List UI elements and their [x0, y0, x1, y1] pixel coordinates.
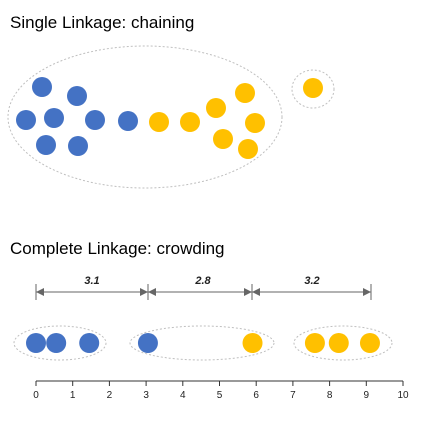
top-points-group: [16, 77, 323, 159]
top-point-o2: [180, 112, 200, 132]
arrowhead-2-left: [148, 288, 156, 296]
top-point-b7: [36, 135, 56, 155]
arrowhead-3-left: [252, 288, 260, 296]
bottom-points-group: [26, 333, 380, 353]
arrowhead-3-right: [363, 288, 371, 296]
top-point-b8: [68, 136, 88, 156]
top-point-o7: [238, 139, 258, 159]
arrowhead-2-right: [244, 288, 252, 296]
top-point-b1: [32, 77, 52, 97]
bottom-point-3: [79, 333, 100, 353]
bottom-point-4: [137, 333, 158, 353]
arrowhead-1-left: [36, 288, 44, 296]
x-tick-label-8: 8: [327, 390, 333, 401]
x-tick-label-6: 6: [253, 390, 259, 401]
top-point-b5: [85, 110, 105, 130]
x-tick-label-4: 4: [180, 390, 186, 401]
cluster-outline-right: [293, 325, 393, 361]
bottom-point-6: [304, 333, 325, 353]
distance-label-2: 2.8: [194, 275, 211, 287]
bottom-point-1: [26, 333, 46, 353]
top-point-b4: [44, 108, 64, 128]
distance-label-3: 3.2: [304, 275, 319, 287]
bottom-point-5: [242, 333, 263, 353]
x-tick-label-0: 0: [33, 390, 39, 401]
top-point-o3: [206, 98, 226, 118]
x-tick-label-3: 3: [143, 390, 149, 401]
bottom-point-8: [359, 333, 380, 353]
distance-brackets: 3.1 2.8 3.2: [35, 275, 372, 300]
bottom-point-7: [328, 333, 349, 353]
x-tick-label-1: 1: [70, 390, 76, 401]
top-point-o5: [245, 113, 265, 133]
x-tick-label-9: 9: [364, 390, 370, 401]
x-tick-label-7: 7: [290, 390, 296, 401]
top-point-o6: [213, 129, 233, 149]
x-tick-label-5: 5: [217, 390, 223, 401]
cluster-outline-middle: [129, 325, 275, 361]
cluster-outline-left: [13, 325, 107, 361]
complete-linkage-title: Complete Linkage: crowding: [10, 239, 225, 258]
top-point-b2: [67, 86, 87, 106]
x-tick-label-10: 10: [397, 390, 409, 401]
outlier-cluster-outline: [291, 69, 335, 109]
top-point-o4: [235, 83, 255, 103]
x-axis-ticks: 0 1 2 3 4 5 6 7 8 9 10: [33, 381, 409, 401]
chained-cluster-outline: [7, 45, 283, 189]
arrowhead-1-right: [140, 288, 148, 296]
distance-label-1: 3.1: [84, 275, 99, 287]
top-point-o1: [149, 112, 169, 132]
single-linkage-title: Single Linkage: chaining: [10, 13, 194, 32]
top-point-b3: [16, 110, 36, 130]
bottom-point-2: [46, 333, 67, 353]
top-point-outlier: [303, 78, 323, 98]
top-point-b6: [118, 111, 138, 131]
x-tick-label-2: 2: [107, 390, 113, 401]
